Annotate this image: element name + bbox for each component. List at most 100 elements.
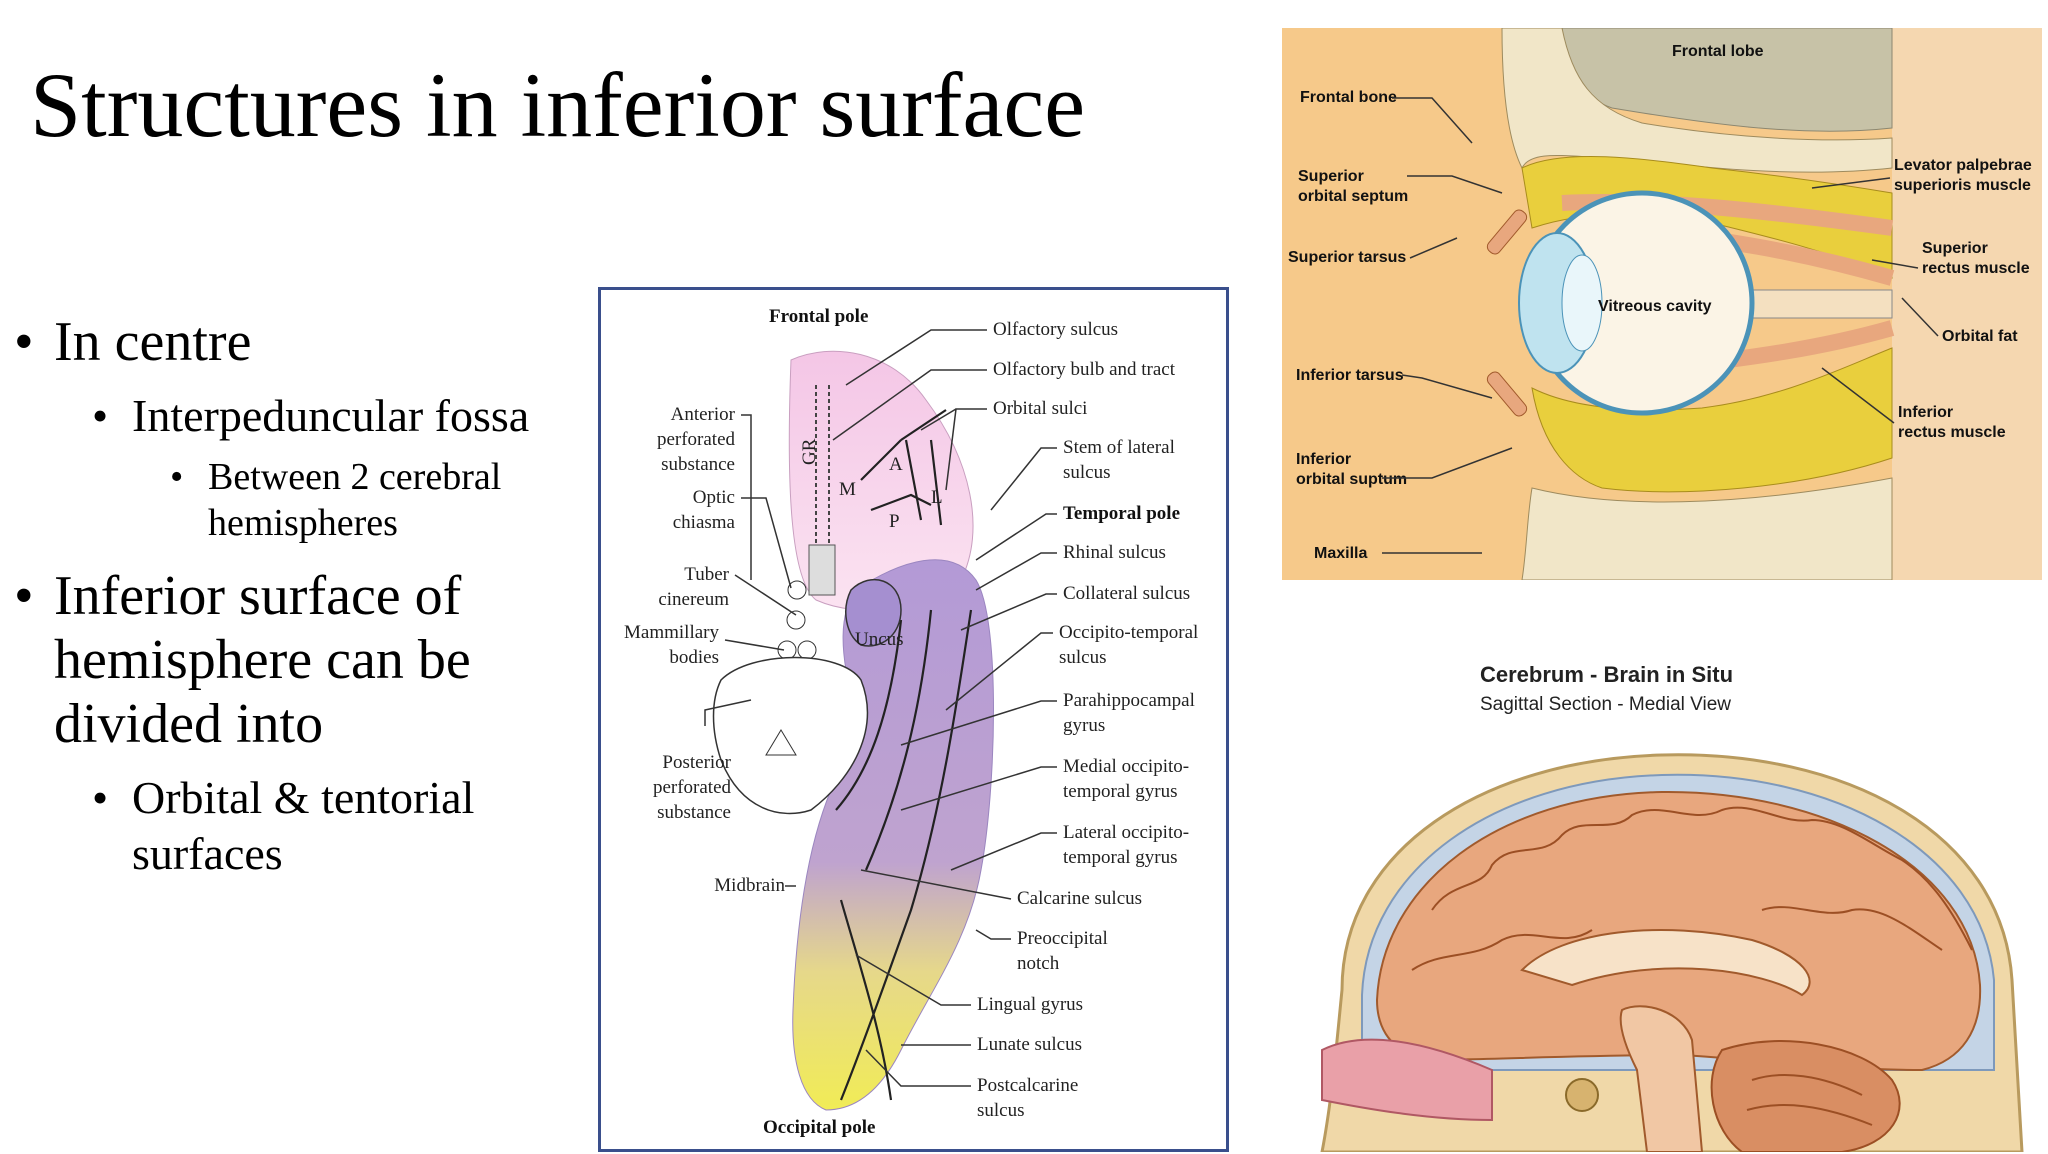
mammillary-label-1: Mammillary xyxy=(624,622,719,643)
midbrain-outline xyxy=(712,656,869,815)
bullet-text: Between 2 cerebral hemispheres xyxy=(208,456,502,544)
postcalcarine-label-1: Postcalcarine xyxy=(977,1075,1078,1096)
collateral-sulcus-label: Collateral sulcus xyxy=(1063,583,1190,604)
levator-label-1: Levator palpebrae xyxy=(1894,157,2032,174)
orbital-sulci-label: Orbital sulci xyxy=(993,398,1087,419)
bullet-text: Interpeduncular fossa xyxy=(132,390,530,441)
superior-tarsus-label: Superior tarsus xyxy=(1288,249,1406,266)
stem-lateral-label-2: sulcus xyxy=(1063,462,1111,483)
bullet-item: • Interpeduncular fossa xyxy=(14,388,574,444)
corpus-callosum xyxy=(1520,929,1811,997)
anterior-perforated-label-2: perforated xyxy=(657,429,736,450)
slide-title: Structures in inferior surface xyxy=(30,54,1086,156)
parahippocampal-label-1: Parahippocampal xyxy=(1063,690,1195,711)
lens-shape xyxy=(1561,254,1603,352)
posterior-bg xyxy=(1892,28,2042,580)
aqueduct-shape xyxy=(765,729,797,756)
postcalcarine-label-2: sulcus xyxy=(977,1100,1025,1121)
maxilla-shape xyxy=(1521,477,1893,580)
midbrain-label: Midbrain xyxy=(714,875,785,896)
bullet-dot: • xyxy=(14,565,34,627)
bullet-dot: • xyxy=(92,772,109,823)
optic-chiasma-label-1: Optic xyxy=(693,487,735,508)
optic-chiasma-shape xyxy=(787,580,807,600)
superior-rectus-label-1: Superior xyxy=(1922,240,1988,257)
frontal-pole-label: Frontal pole xyxy=(769,306,868,327)
inferior-surface-svg: Frontal pole Occipital pole GR M A P L U… xyxy=(624,306,1198,1138)
gr-label: GR xyxy=(799,438,820,465)
maxilla-label: Maxilla xyxy=(1314,545,1367,562)
bullet-text: In centre xyxy=(54,311,252,373)
occipital-pole-label: Occipital pole xyxy=(763,1117,875,1138)
bullet-dot: • xyxy=(170,456,184,498)
superior-orbital-septum-label-2: orbital septum xyxy=(1298,188,1408,205)
olfactory-bulb-label: Olfactory bulb and tract xyxy=(993,359,1176,380)
olfactory-trigone xyxy=(808,544,836,596)
bullet-item: • In centre xyxy=(14,310,574,374)
bullet-dot: • xyxy=(92,390,109,441)
frontal-sinus xyxy=(1321,1038,1493,1122)
inferior-orbital-septum-label-1: Inferior xyxy=(1296,451,1351,468)
l-label: L xyxy=(931,487,943,508)
lingual-label: Lingual gyrus xyxy=(977,994,1083,1015)
stem-lateral-label-1: Stem of lateral xyxy=(1063,437,1175,458)
calcarine-label: Calcarine sulcus xyxy=(1017,888,1142,909)
superior-rectus-label-2: rectus muscle xyxy=(1922,260,2030,277)
uncus-shape xyxy=(845,579,902,647)
inferior-orbital-septum-label-2: orbital suptum xyxy=(1296,471,1407,488)
cerebellum-shape xyxy=(1710,1040,1901,1152)
gyri-pattern xyxy=(1411,806,1973,971)
sagittal-title: Cerebrum - Brain in Situ xyxy=(1480,662,1733,687)
parahippocampal-label-2: gyrus xyxy=(1063,715,1105,736)
olfactory-tract xyxy=(815,385,830,545)
superior-orbital-septum-label-1: Superior xyxy=(1298,168,1364,185)
posterior-perforated-label-3: substance xyxy=(657,802,731,823)
olfactory-sulcus-label: Olfactory sulcus xyxy=(993,319,1118,340)
medial-occipito-label-2: temporal gyrus xyxy=(1063,781,1178,802)
bullet-item: • Between 2 cerebral hemispheres xyxy=(14,454,574,546)
bullet-text: Orbital & tentorial surfaces xyxy=(132,772,475,879)
lateral-occipito-label-2: temporal gyrus xyxy=(1063,847,1178,868)
tuber-cinereum-label-1: Tuber xyxy=(684,564,729,585)
bullet-text: Inferior surface of hemisphere can be di… xyxy=(54,565,471,755)
orbit-section-diagram: Frontal lobe Frontal bone Superior orbit… xyxy=(1282,28,2042,580)
brainstem-shape xyxy=(1619,1005,1704,1152)
tuber-cinereum-shape xyxy=(786,610,806,630)
bullet-item: • Orbital & tentorial surfaces xyxy=(14,770,574,882)
sagittal-subtitle: Sagittal Section - Medial View xyxy=(1480,694,1731,715)
sagittal-brain-svg: Cerebrum - Brain in Situ Sagittal Sectio… xyxy=(1320,662,2024,1152)
superior-tarsus-shape xyxy=(1486,209,1528,255)
frontal-lobe-label: Frontal lobe xyxy=(1672,43,1764,60)
tuber-cinereum-label-2: cinereum xyxy=(658,589,729,610)
anterior-perforated-label-3: substance xyxy=(661,454,735,475)
mammillary-label-2: bodies xyxy=(669,647,719,668)
mammillary-body-right xyxy=(797,640,817,660)
inferior-rectus-label-2: rectus muscle xyxy=(1898,424,2006,441)
a-label: A xyxy=(889,454,903,475)
m-label: M xyxy=(839,479,856,500)
vitreous-cavity-label: Vitreous cavity xyxy=(1598,298,1712,315)
posterior-perforated-label-1: Posterior xyxy=(662,752,731,773)
p-label: P xyxy=(889,511,900,532)
lateral-occipito-label-1: Lateral occipito- xyxy=(1063,822,1189,843)
orbital-fat-label: Orbital fat xyxy=(1942,328,2018,345)
inferior-rectus-label-1: Inferior xyxy=(1898,404,1953,421)
sagittal-brain-illustration: Cerebrum - Brain in Situ Sagittal Sectio… xyxy=(1282,650,2042,1152)
bullet-list: • In centre • Interpeduncular fossa • Betwe… xyxy=(14,310,574,892)
rhinal-sulcus-label: Rhinal sulcus xyxy=(1063,542,1166,563)
occipito-temporal-label-2: sulcus xyxy=(1059,647,1107,668)
tentorial-sulci xyxy=(835,609,973,1101)
temporal-pole-label: Temporal pole xyxy=(1063,503,1180,524)
anterior-perforated-label-1: Anterior xyxy=(671,404,736,425)
bullet-dot: • xyxy=(14,311,34,373)
occipito-temporal-label-1: Occipito-temporal xyxy=(1059,622,1198,643)
preoccipital-label-2: notch xyxy=(1017,953,1060,974)
optic-chiasma-label-2: chiasma xyxy=(673,512,736,533)
cerebellum-folia xyxy=(1746,1074,1873,1126)
levator-label-2: superioris muscle xyxy=(1894,177,2031,194)
uncus-label: Uncus xyxy=(855,629,904,650)
preoccipital-label-1: Preoccipital xyxy=(1017,928,1108,949)
orbit-section-svg: Frontal lobe Frontal bone Superior orbit… xyxy=(1288,28,2042,580)
inferior-tarsus-shape xyxy=(1486,371,1528,417)
bullet-item: • Inferior surface of hemisphere can be d… xyxy=(14,564,574,756)
